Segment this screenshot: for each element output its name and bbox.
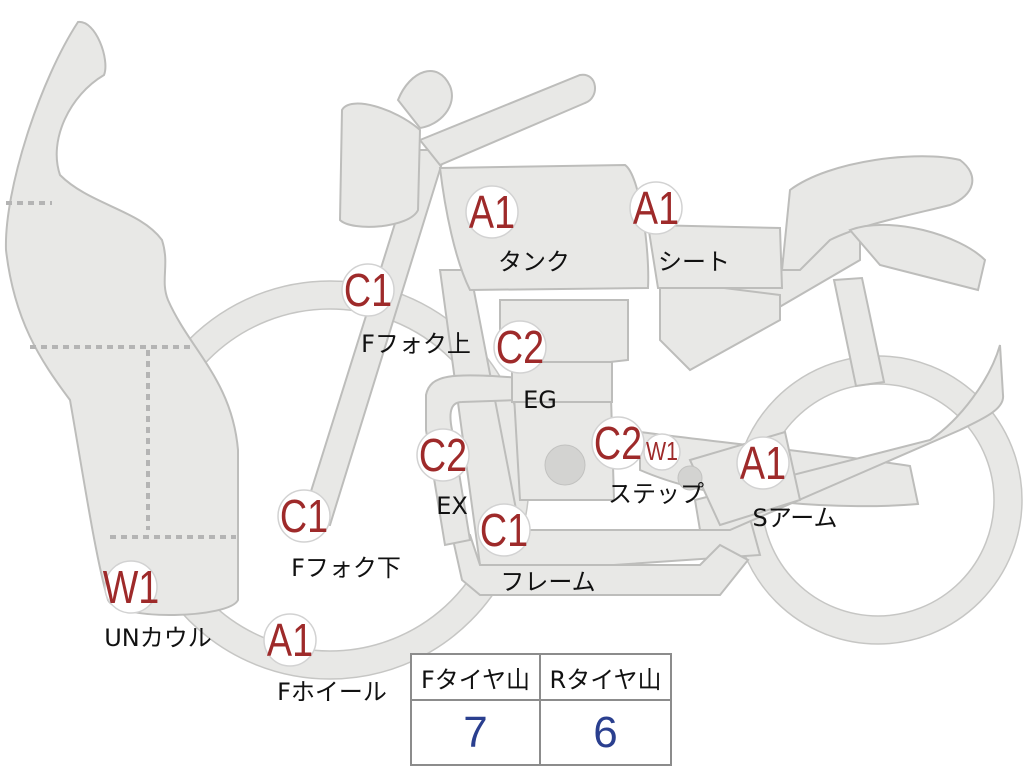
grade-under-cowl: W1 (103, 560, 160, 614)
front-fairing (4, 20, 239, 617)
label-front-wheel: Fホイール (277, 678, 387, 706)
label-fork-upper: Fフォク上 (361, 330, 471, 358)
grade-markers: A1 A1 C1 C2 C2 C2 W1 A1 (103, 181, 790, 667)
rear-tire-value: 6 (593, 707, 618, 757)
label-step: ステップ (608, 480, 704, 508)
svg-text:C1: C1 (280, 490, 328, 541)
svg-text:C2: C2 (594, 417, 642, 468)
grade-fork-upper: C1 (341, 263, 395, 317)
label-frame: フレーム (500, 568, 595, 596)
grade-exhaust: C2 (416, 428, 470, 482)
grade-front-wheel: A1 (263, 613, 317, 667)
svg-text:A1: A1 (469, 186, 515, 237)
front-tire-header: Fタイヤ山 (412, 655, 541, 701)
label-exhaust: EX (436, 492, 468, 520)
label-under-cowl: UNカウル (104, 624, 212, 652)
grade-engine: C2 (493, 320, 547, 374)
seat-shape (646, 223, 784, 289)
grade-fork-lower: C1 (277, 489, 331, 543)
front-tire-value: 7 (412, 701, 541, 764)
label-seat: シート (658, 248, 730, 276)
svg-text:A1: A1 (740, 437, 786, 488)
grade-seat: A1 (629, 181, 683, 235)
svg-text:C2: C2 (496, 321, 544, 372)
svg-text:C1: C1 (480, 504, 528, 555)
svg-text:A1: A1 (633, 182, 679, 233)
handlebar (418, 73, 596, 167)
grade-tank: A1 (465, 185, 519, 239)
headlight-cowl (338, 102, 422, 228)
label-swing-arm: Sアーム (752, 504, 837, 532)
label-fork-lower: Fフォク下 (291, 554, 401, 582)
rear-tire-header: Rタイヤ山 (541, 655, 670, 701)
label-engine: EG (523, 386, 557, 414)
grade-swing-arm: A1 (736, 436, 790, 490)
grade-frame: C1 (477, 503, 531, 557)
svg-text:C1: C1 (344, 264, 392, 315)
part-labels: タンク シート Fフォク上 EG EX ステップ Sアーム Fフォク下 フレーム… (104, 248, 837, 706)
grade-step: C2 (591, 416, 645, 470)
svg-text:W1: W1 (646, 437, 678, 467)
rear-shock (832, 276, 886, 388)
tire-tread-table: Fタイヤ山 Rタイヤ山 7 6 (410, 653, 672, 766)
svg-text:A1: A1 (267, 614, 313, 665)
grade-step-secondary: W1 (643, 433, 681, 471)
svg-text:C2: C2 (419, 429, 467, 480)
rear-cowl (659, 278, 781, 372)
label-tank: タンク (498, 248, 570, 276)
svg-text:W1: W1 (103, 561, 160, 612)
